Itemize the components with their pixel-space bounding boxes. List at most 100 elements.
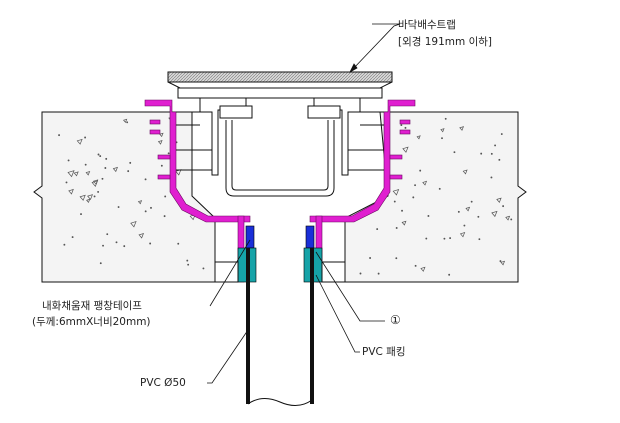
rib-r1 (399, 119, 411, 125)
aggregate-mark (67, 159, 70, 162)
socket-base-right (321, 261, 346, 283)
drain-grate (167, 71, 393, 99)
aggregate-mark (480, 152, 483, 155)
aggregate-mark (85, 170, 91, 176)
aggregate-mark (498, 158, 501, 161)
aggregate-mark (441, 137, 443, 140)
aggregate-mark (470, 200, 473, 203)
pipe-break-line (247, 398, 313, 406)
aggregate-mark (112, 166, 119, 173)
aggregate-mark (449, 237, 452, 240)
aggregate-mark (425, 237, 428, 240)
aggregate-mark (377, 272, 380, 275)
aggregate-mark (500, 260, 506, 266)
aggregate-mark (376, 228, 379, 231)
trap-upper-left (176, 111, 212, 171)
aggregate-mark (76, 138, 83, 145)
aggregate-mark (477, 215, 480, 218)
aggregate-mark (79, 194, 86, 201)
aggregate-mark (202, 267, 205, 270)
aggregate-mark (395, 257, 398, 260)
aggregate-mark (478, 238, 481, 241)
trap-inner-cup (176, 98, 384, 197)
aggregate-mark (500, 133, 503, 135)
trap-body (144, 99, 416, 223)
aggregate-mark (465, 206, 471, 212)
aggregate-mark (84, 136, 87, 139)
concrete-slab (33, 111, 527, 283)
inner-cup (225, 120, 335, 197)
aggregate-mark (164, 195, 167, 198)
aggregate-mark (401, 209, 403, 212)
aggregate-mark (462, 169, 468, 175)
aggregate-mark (130, 221, 137, 228)
concrete-left (33, 111, 216, 283)
leader-lines (207, 23, 401, 384)
aggregate-mark (393, 200, 396, 203)
aggregate-mark (404, 126, 407, 129)
leader-trap (351, 23, 401, 71)
aggregate-marks (58, 115, 513, 276)
label-trap-size: [외경 191mm 이하] (398, 36, 493, 48)
label-tape-spec: (두께:6mmX너비20mm) (32, 316, 151, 328)
socket-base-left (214, 261, 239, 283)
aggregate-mark (91, 180, 99, 187)
aggregate-mark (97, 190, 100, 193)
aggregate-mark (186, 259, 189, 262)
aggregate-mark (443, 237, 446, 240)
aggregate-mark (359, 272, 362, 275)
label-item-one: ① (390, 313, 401, 327)
rib-r3 (389, 154, 403, 160)
aggregate-mark (438, 187, 441, 190)
aggregate-mark (84, 163, 87, 166)
aggregate-mark (144, 178, 147, 181)
aggregate-mark (463, 224, 466, 227)
aggregate-mark (115, 241, 118, 244)
aggregate-mark (401, 220, 407, 226)
arrow-trap (349, 63, 358, 74)
aggregate-mark (453, 151, 456, 154)
aggregate-mark (101, 177, 104, 180)
aggregate-mark (67, 170, 75, 178)
aggregate-mark (65, 181, 68, 184)
aggregate-mark (422, 180, 428, 186)
concrete-core-gap (262, 218, 300, 282)
aggregate-mark (402, 146, 409, 153)
rib-l3 (157, 154, 171, 160)
aggregate-mark (99, 155, 102, 158)
aggregate-mark (187, 263, 190, 266)
aggregate-mark (369, 257, 372, 259)
aggregate-mark (68, 188, 74, 195)
aggregate-mark (93, 195, 96, 198)
aggregate-mark (58, 134, 61, 137)
aggregate-mark (490, 152, 493, 155)
aggregate-mark (150, 206, 152, 209)
aggregate-mark (416, 135, 421, 140)
trap-upper-right (348, 111, 384, 171)
seal-left (219, 105, 253, 119)
aggregate-mark (157, 140, 163, 145)
grate-frame (177, 87, 383, 99)
aggregate-mark (104, 167, 107, 169)
leader-packing (315, 274, 360, 353)
aggregate-mark (97, 153, 100, 156)
label-tape-name: 내화채움재 팽창테이프 (42, 300, 142, 312)
aggregate-mark (122, 118, 128, 124)
leader-pipe (207, 329, 249, 384)
tape-right (305, 225, 315, 249)
label-pvc-packing: PVC 패킹 (362, 346, 406, 358)
trap-body-right-wall (309, 99, 416, 223)
aggregate-mark (86, 198, 91, 204)
aggregate-mark (163, 215, 166, 218)
aggregate-mark (392, 189, 400, 196)
rib-l2 (149, 129, 161, 135)
aggregate-mark (71, 236, 74, 239)
aggregate-mark (440, 128, 445, 133)
aggregate-mark (63, 243, 66, 246)
aggregate-mark (414, 264, 417, 267)
aggregate-mark (106, 233, 109, 236)
aggregate-mark (129, 161, 132, 164)
aggregate-mark (490, 176, 493, 179)
aggregate-mark (505, 215, 511, 221)
aggregate-mark (127, 170, 130, 173)
